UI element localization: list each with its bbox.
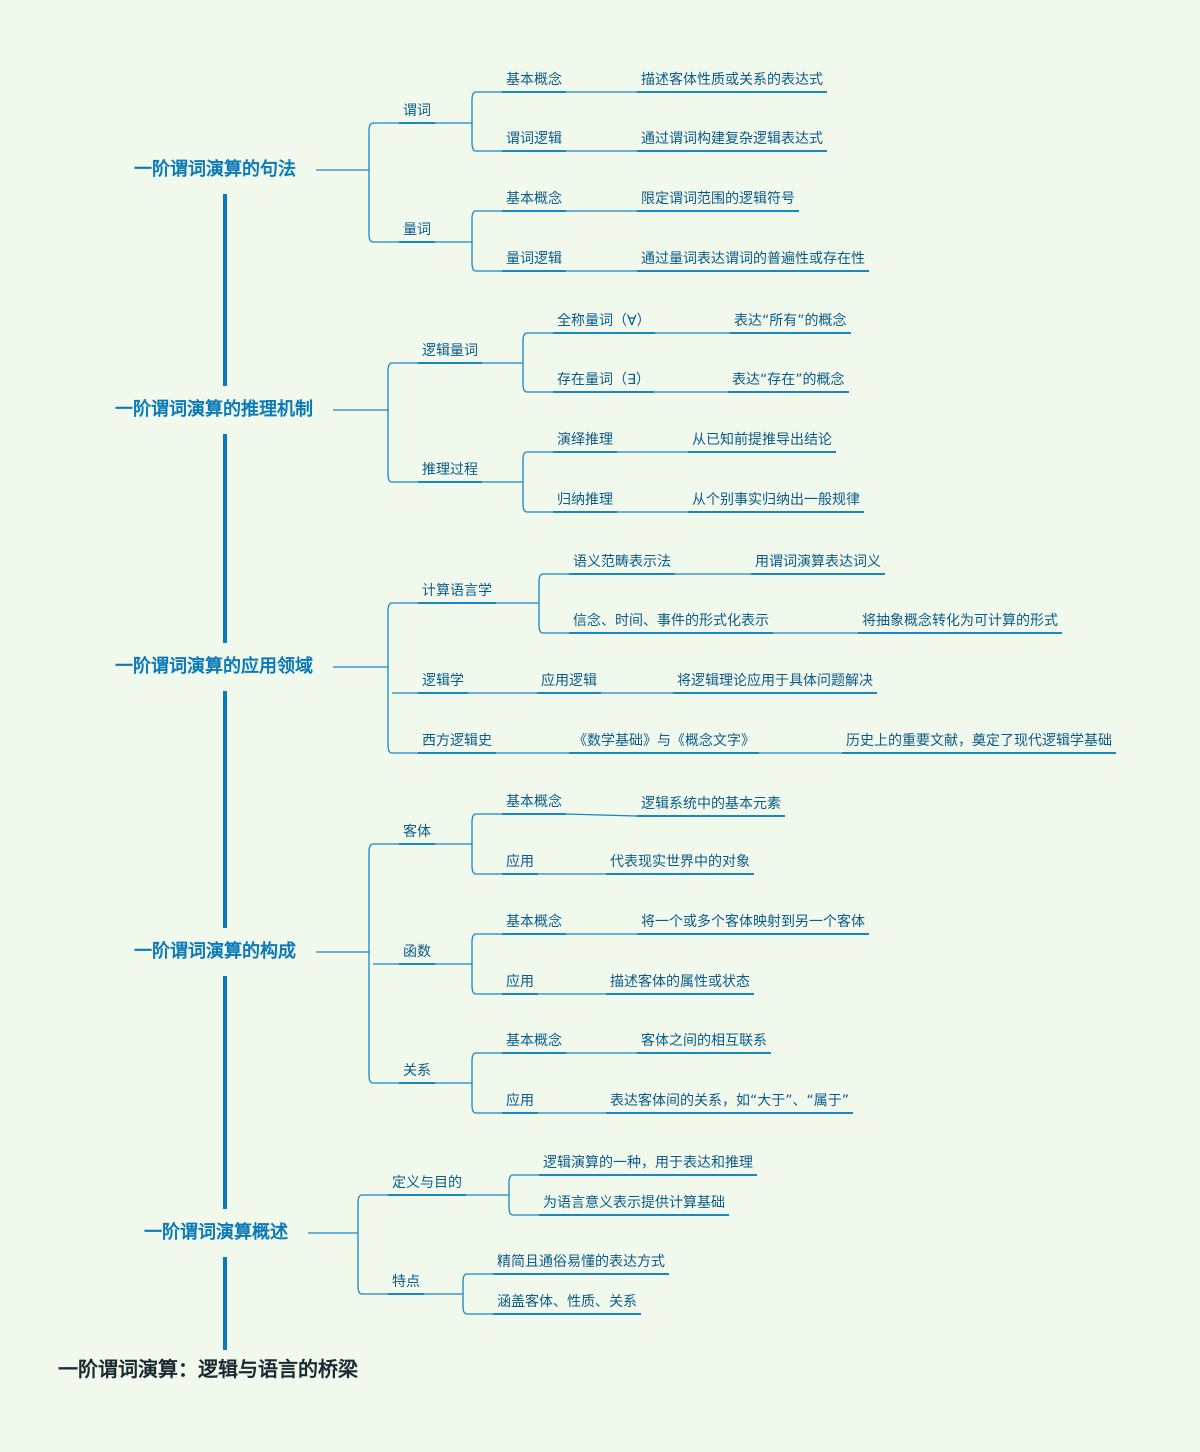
node-quantifier[interactable]: 量词 bbox=[403, 222, 431, 238]
node-belief-time-event-desc[interactable]: 将抽象概念转化为可计算的形式 bbox=[862, 613, 1058, 629]
node-logic[interactable]: 逻辑学 bbox=[422, 673, 464, 689]
node-predicate-basic[interactable]: 基本概念 bbox=[506, 72, 562, 88]
node-computational-linguistics-bracket bbox=[538, 573, 544, 634]
node-function-basic-desc[interactable]: 将一个或多个客体映射到另一个客体 bbox=[641, 914, 865, 930]
branch-applications[interactable]: 一阶谓词演算的应用领域 bbox=[115, 656, 313, 677]
node-relation-app-desc[interactable]: 表达客体间的关系，如“大于”、“属于” bbox=[610, 1093, 850, 1109]
node-existential-desc[interactable]: 表达“存在”的概念 bbox=[732, 372, 845, 388]
node-relation-basic-desc[interactable]: 客体之间的相互联系 bbox=[641, 1033, 767, 1049]
node-existential-quantifier[interactable]: 存在量词（∃） bbox=[557, 372, 650, 388]
node-object-basic-desc-link bbox=[565, 813, 638, 817]
node-definition-1[interactable]: 逻辑演算的一种，用于表达和推理 bbox=[543, 1155, 753, 1171]
node-relation-bracket bbox=[471, 1052, 477, 1114]
node-reasoning-process-bracket bbox=[522, 451, 528, 513]
branch-syntax-bracket bbox=[368, 122, 374, 243]
node-object-basic-desc[interactable]: 逻辑系统中的基本元素 bbox=[641, 796, 781, 812]
node-feature-1[interactable]: 精简且通俗易懂的表达方式 bbox=[497, 1254, 665, 1270]
node-features-bracket bbox=[462, 1273, 468, 1315]
node-object-basic[interactable]: 基本概念 bbox=[506, 794, 562, 810]
node-applied-logic-desc[interactable]: 将逻辑理论应用于具体问题解决 bbox=[677, 673, 873, 689]
node-relation[interactable]: 关系 bbox=[403, 1063, 431, 1079]
connector-lines bbox=[223, 91, 1116, 1350]
node-definition-2[interactable]: 为语言意义表示提供计算基础 bbox=[543, 1195, 725, 1211]
node-logic-quantifier-bracket bbox=[522, 332, 528, 393]
root-topic[interactable]: 一阶谓词演算：逻辑与语言的桥梁 bbox=[58, 1357, 358, 1381]
node-logic-quantifier[interactable]: 逻辑量词 bbox=[422, 343, 478, 359]
node-universal-quantifier[interactable]: 全称量词（∀） bbox=[557, 313, 651, 329]
node-definition-purpose-bracket bbox=[508, 1174, 514, 1216]
node-applied-logic[interactable]: 应用逻辑 bbox=[541, 673, 597, 689]
node-relation-app[interactable]: 应用 bbox=[506, 1093, 534, 1109]
node-feature-2[interactable]: 涵盖客体、性质、关系 bbox=[497, 1294, 637, 1310]
node-quantifier-basic-desc[interactable]: 限定谓词范围的逻辑符号 bbox=[641, 191, 795, 207]
node-induction-desc[interactable]: 从个别事实归纳出一般规律 bbox=[692, 492, 860, 508]
node-historical-works-desc[interactable]: 历史上的重要文献，奠定了现代逻辑学基础 bbox=[846, 733, 1112, 749]
node-quantifier-basic[interactable]: 基本概念 bbox=[506, 191, 562, 207]
node-semantic-category[interactable]: 语义范畴表示法 bbox=[573, 554, 671, 570]
branch-inference[interactable]: 一阶谓词演算的推理机制 bbox=[115, 399, 313, 420]
branch-composition[interactable]: 一阶谓词演算的构成 bbox=[134, 941, 296, 962]
node-predicate-bracket bbox=[471, 91, 477, 152]
node-computational-linguistics[interactable]: 计算语言学 bbox=[422, 583, 492, 599]
node-predicate-basic-desc[interactable]: 描述客体性质或关系的表达式 bbox=[641, 72, 823, 88]
node-object-app[interactable]: 应用 bbox=[506, 854, 534, 870]
node-induction[interactable]: 归纳推理 bbox=[557, 492, 613, 508]
node-quantifier-logic-desc[interactable]: 通过量词表达谓词的普遍性或存在性 bbox=[641, 251, 865, 267]
node-relation-basic[interactable]: 基本概念 bbox=[506, 1033, 562, 1049]
branch-applications-bracket bbox=[387, 602, 393, 754]
branch-overview-bracket bbox=[357, 1194, 363, 1295]
node-function-basic[interactable]: 基本概念 bbox=[506, 914, 562, 930]
node-object-bracket bbox=[471, 813, 477, 875]
node-function[interactable]: 函数 bbox=[403, 944, 431, 960]
node-function-app-desc[interactable]: 描述客体的属性或状态 bbox=[610, 974, 750, 990]
node-quantifier-logic[interactable]: 量词逻辑 bbox=[506, 251, 562, 267]
node-quantifier-bracket bbox=[471, 210, 477, 272]
node-western-logic-history[interactable]: 西方逻辑史 bbox=[422, 733, 492, 749]
node-predicate-logic[interactable]: 谓词逻辑 bbox=[506, 131, 562, 147]
branch-overview[interactable]: 一阶谓词演算概述 bbox=[144, 1222, 288, 1243]
node-function-app[interactable]: 应用 bbox=[506, 974, 534, 990]
node-historical-works[interactable]: 《数学基础》与《概念文字》 bbox=[573, 733, 755, 749]
node-belief-time-event[interactable]: 信念、时间、事件的形式化表示 bbox=[573, 613, 769, 629]
node-deduction[interactable]: 演绎推理 bbox=[557, 432, 613, 448]
node-object[interactable]: 客体 bbox=[403, 824, 431, 840]
node-features[interactable]: 特点 bbox=[392, 1274, 420, 1290]
node-predicate-logic-desc[interactable]: 通过谓词构建复杂逻辑表达式 bbox=[641, 131, 823, 147]
node-object-app-desc[interactable]: 代表现实世界中的对象 bbox=[610, 854, 750, 870]
node-universal-desc[interactable]: 表达“所有”的概念 bbox=[734, 313, 847, 329]
node-definition-purpose[interactable]: 定义与目的 bbox=[392, 1175, 462, 1191]
branch-composition-bracket bbox=[368, 843, 374, 1084]
node-function-bracket bbox=[471, 933, 477, 995]
node-reasoning-process[interactable]: 推理过程 bbox=[422, 462, 478, 478]
branch-syntax[interactable]: 一阶谓词演算的句法 bbox=[134, 159, 296, 180]
node-semantic-category-desc[interactable]: 用谓词演算表达词义 bbox=[755, 554, 881, 570]
node-predicate[interactable]: 谓词 bbox=[403, 103, 431, 119]
branch-inference-bracket bbox=[387, 362, 393, 483]
node-deduction-desc[interactable]: 从已知前提推导出结论 bbox=[692, 432, 832, 448]
